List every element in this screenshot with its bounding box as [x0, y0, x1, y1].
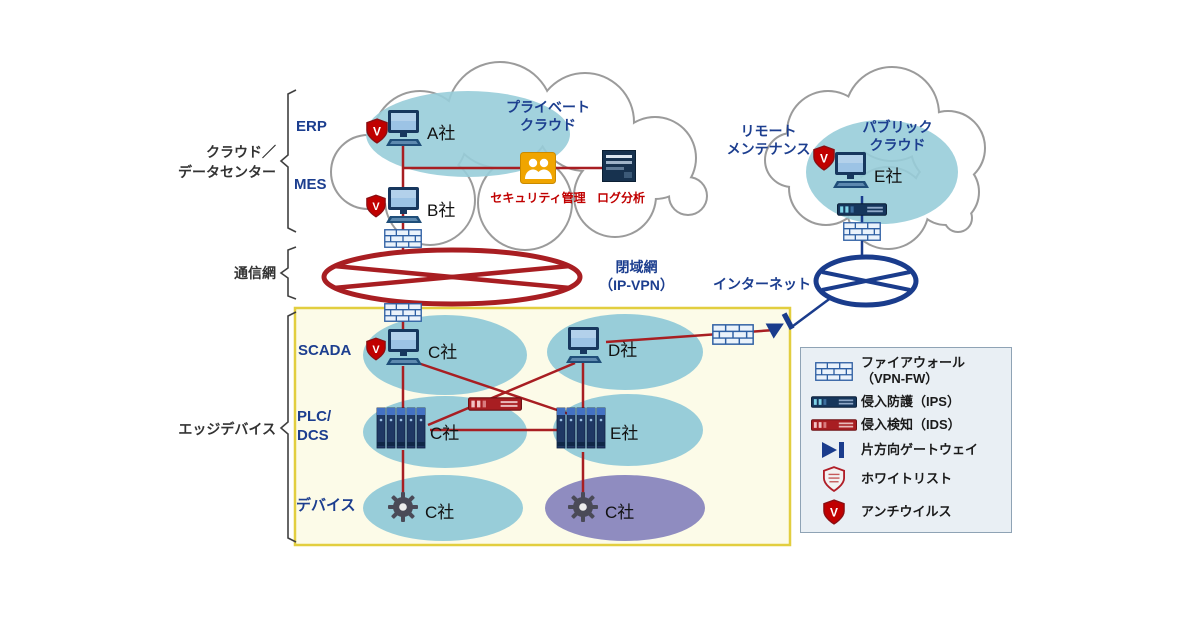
company-e-cloud-computer-icon: [830, 152, 870, 190]
public-cloud-firewall-icon: [843, 222, 881, 241]
company-a-label: A社: [427, 124, 456, 143]
public-cloud-label: パブリック クラウド: [862, 119, 933, 154]
legend-item-oneway-gateway: 片方向ゲートウェイ: [807, 440, 1005, 460]
legend-label-oneway-gateway: 片方向ゲートウェイ: [861, 441, 979, 457]
company-a-computer-icon: [383, 110, 423, 148]
legend-label-whitelist: ホワイトリスト: [861, 471, 953, 487]
company-e-cloud-label: E社: [874, 167, 903, 186]
internet-label: インターネット: [713, 276, 811, 292]
scada-c-computer-icon: [383, 329, 423, 367]
scada-d-label: D社: [608, 341, 638, 360]
log-analysis-icon: [602, 150, 636, 182]
closed-network-label: 閉域網 （IP-VPN）: [599, 259, 674, 294]
edge-right-firewall-icon: [712, 324, 754, 345]
device-c-right-label: C社: [605, 503, 635, 522]
device-c-left-label: C社: [425, 503, 455, 522]
cloud-firewall-icon: [384, 229, 422, 248]
layer-label-device: デバイス: [296, 497, 356, 514]
edge-ids-icon: [468, 397, 522, 411]
company-b-computer-icon: [383, 187, 423, 225]
company-b-antivirus-shield-icon: [366, 194, 386, 218]
plc-c-icon: [376, 405, 426, 451]
grouping-brackets: [279, 89, 297, 543]
oneway-gateway-icon: [820, 440, 848, 460]
legend-item-ids: 侵入検知（IDS）: [807, 417, 1005, 433]
legend-label-antivirus: アンチウイルス: [861, 503, 952, 519]
legend-item-antivirus: アンチウイルス: [807, 499, 1005, 525]
bracket-label-cloud-datacenter: クラウド／ データセンター: [178, 144, 276, 180]
private-cloud-label: プライベート クラウド: [506, 99, 590, 134]
layer-label-plc-dcs: PLC/ DCS: [297, 408, 332, 444]
device-c-right-ellipse: [545, 475, 705, 541]
remote-maintenance-label: リモート メンテナンス: [726, 123, 811, 158]
antivirus-icon: [823, 499, 845, 525]
scada-d-computer-icon: [563, 327, 603, 365]
firewall-icon: [815, 362, 853, 381]
device-c-right-gear-icon: [567, 490, 599, 524]
edge-top-firewall-icon: [384, 303, 422, 322]
public-cloud-ips-icon: [837, 203, 887, 216]
legend-label-firewall: ファイアウォール （VPN-FW）: [861, 355, 966, 387]
scada-c-label: C社: [428, 343, 458, 362]
log-analysis-label: ログ分析: [596, 191, 645, 205]
bracket-label-edge-devices: エッジデバイス: [178, 421, 276, 437]
private-cloud-shape: [330, 61, 708, 251]
security-management-label: セキュリティ管理: [490, 191, 586, 205]
legend-label-ids: 侵入検知（IDS）: [861, 416, 961, 432]
legend-item-ips: 侵入防護（IPS）: [807, 394, 1005, 410]
public-cloud-shape: [764, 66, 986, 250]
layer-label-mes: MES: [294, 176, 327, 193]
legend: ファイアウォール （VPN-FW） 侵入防護（IPS） 侵入検知（IDS） 片方…: [800, 347, 1012, 533]
plc-e-label: E社: [610, 424, 639, 443]
legend-label-ips: 侵入防護（IPS）: [861, 394, 960, 410]
scada-c-whitelist-shield-icon: [366, 337, 386, 361]
device-c-left-gear-icon: [387, 490, 419, 524]
plc-e-icon: [556, 405, 606, 451]
closed-network-ring: [321, 247, 583, 307]
ids-icon: [811, 419, 857, 431]
layer-label-scada: SCADA: [298, 342, 352, 359]
internet-ring: [813, 254, 919, 308]
layer-label-erp: ERP: [296, 118, 327, 135]
company-a-antivirus-shield-icon: [366, 118, 388, 144]
bracket-label-network: 通信網: [234, 265, 276, 281]
company-b-label: B社: [427, 201, 456, 220]
plc-c-label: C社: [430, 424, 460, 443]
ips-icon: [811, 396, 857, 408]
legend-item-whitelist: ホワイトリスト: [807, 466, 1005, 492]
whitelist-icon: [823, 466, 845, 492]
security-management-icon: [520, 152, 556, 184]
legend-item-firewall: ファイアウォール （VPN-FW）: [807, 355, 1005, 388]
